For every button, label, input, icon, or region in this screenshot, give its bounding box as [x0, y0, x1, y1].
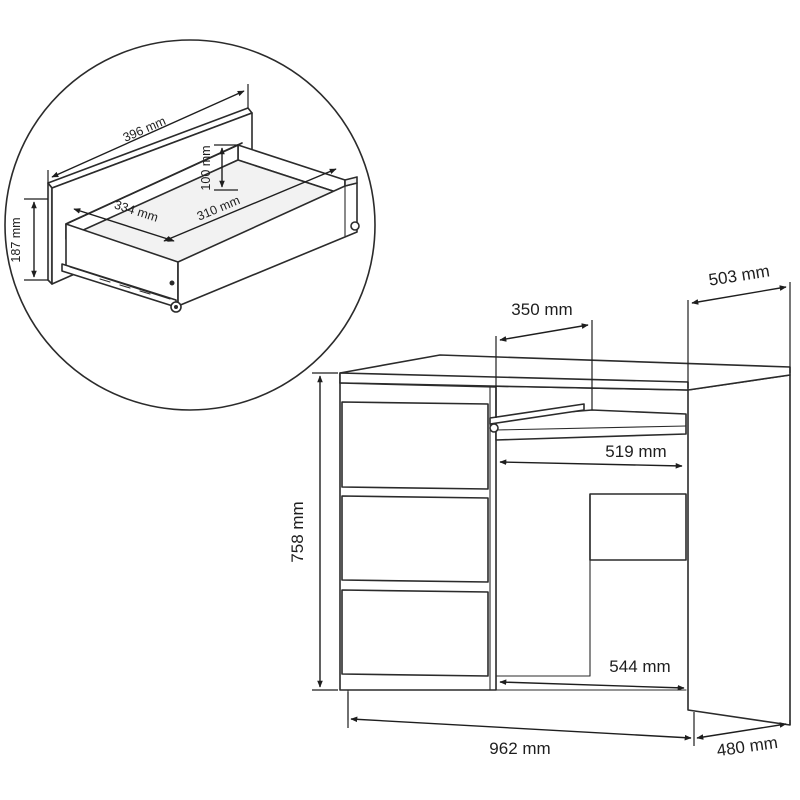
right-small-drawer: [589, 493, 687, 561]
drawer-3: [341, 589, 489, 677]
right-side-panel: [687, 374, 791, 726]
desk-main-view: 758 mm 962 mm 480 mm 503 mm 350 mm: [288, 261, 791, 760]
drawer-detail-view: 396 mm 187 mm 100 mm 334 mm: [4, 39, 376, 411]
dimension-962mm: 962 mm: [347, 692, 695, 758]
dim-label-962: 962 mm: [489, 739, 550, 758]
dim-label-350: 350 mm: [511, 300, 572, 319]
drawer-2: [341, 495, 489, 583]
drawer-slide-runner: [61, 221, 360, 313]
dimension-480mm: 480 mm: [696, 720, 791, 760]
keyboard-tray: [489, 403, 687, 441]
dimension-350mm: 350 mm: [495, 300, 593, 418]
dim-label-100: 100 mm: [199, 145, 213, 190]
dimension-544mm: 544 mm: [499, 657, 685, 691]
drawer-1: [341, 401, 489, 490]
tray-slide: [489, 403, 585, 425]
dim-label-503: 503 mm: [707, 261, 771, 289]
left-drawers: [341, 401, 489, 677]
desk-top: [339, 354, 791, 391]
dim-label-544: 544 mm: [609, 657, 670, 676]
dimension-187mm: 187 mm: [9, 198, 48, 281]
knee-space: [495, 439, 687, 691]
dimension-519mm: 519 mm: [499, 442, 683, 469]
dim-label-480: 480 mm: [716, 733, 779, 760]
dim-label-758: 758 mm: [288, 501, 307, 562]
dim-label-519: 519 mm: [605, 442, 666, 461]
dim-label-187: 187 mm: [9, 217, 23, 262]
dimension-758mm: 758 mm: [288, 372, 338, 691]
